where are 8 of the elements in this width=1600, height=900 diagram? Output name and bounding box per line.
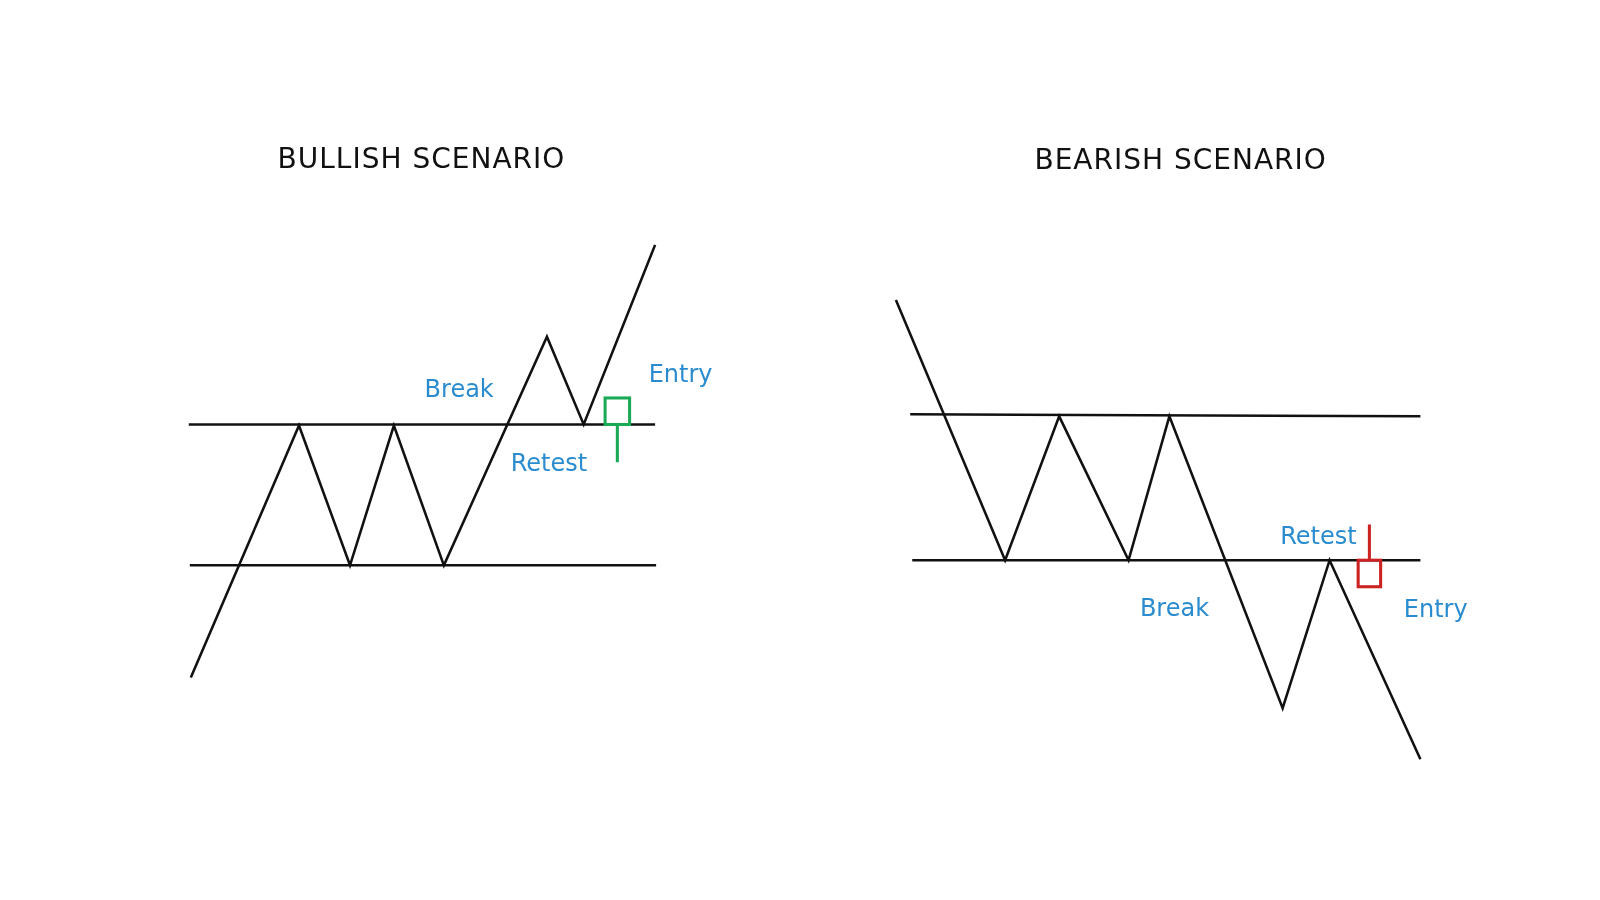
heading: BULLISH SCENARIO <box>277 141 566 175</box>
annotation: Retest <box>510 449 588 478</box>
annotation: Retest <box>1280 521 1357 550</box>
annotation: Break <box>424 374 494 403</box>
annotation: Break <box>1139 594 1210 623</box>
annotation: Entry <box>648 360 713 389</box>
heading: BEARISH SCENARIO <box>1034 142 1327 176</box>
annotation: Entry <box>1403 595 1468 624</box>
